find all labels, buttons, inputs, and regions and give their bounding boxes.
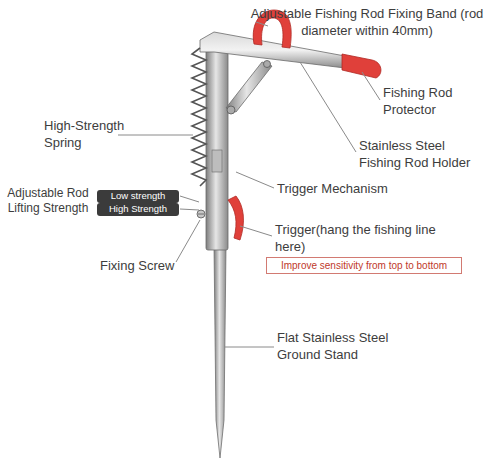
part-label: High-Strength Spring: [44, 117, 139, 151]
leader-line: [180, 196, 199, 202]
leader-line: [256, 22, 268, 26]
part-label: Fixing Screw: [100, 257, 200, 274]
trigger: [228, 196, 243, 240]
strength-tag: High Strength: [97, 203, 179, 216]
leader-line: [240, 226, 272, 236]
fixing-screw: [197, 210, 205, 218]
leader-line: [362, 72, 380, 100]
note-box: Improve sensitivity from top to bottom: [266, 257, 462, 274]
leader-line: [224, 347, 274, 348]
part-label: Trigger(hang the fishing line here): [275, 221, 440, 255]
screw-slot: [198, 214, 204, 215]
node-text: High Strength: [109, 204, 167, 215]
pivot: [264, 61, 271, 68]
leader-line: [118, 135, 193, 136]
part-label: Adjustable Fishing Rod Fixing Band (rod …: [250, 5, 484, 39]
trigger-link: [226, 62, 272, 112]
pivot: [227, 106, 235, 114]
part-label: Flat Stainless Steel Ground Stand: [277, 329, 422, 363]
part-label: Trigger Mechanism: [277, 180, 437, 197]
ground-stand: [214, 245, 226, 458]
node-text: Low strength: [111, 191, 165, 202]
holder-body: [206, 40, 228, 250]
leader-line: [300, 62, 356, 152]
node-text: Improve sensitivity from top to bottom: [281, 260, 447, 272]
leader-line: [180, 209, 199, 210]
leader-line: [236, 172, 274, 188]
part-label: Adjustable Rod Lifting Strength: [0, 186, 96, 216]
part-label: Fishing Rod Protector: [383, 84, 478, 118]
spring: [192, 48, 206, 186]
rod-protector: [342, 54, 381, 78]
leader-line: [176, 220, 200, 262]
body-slot: [212, 150, 222, 172]
part-label: Stainless Steel Fishing Rod Holder: [359, 137, 487, 171]
strength-tag: Low strength: [97, 190, 179, 203]
